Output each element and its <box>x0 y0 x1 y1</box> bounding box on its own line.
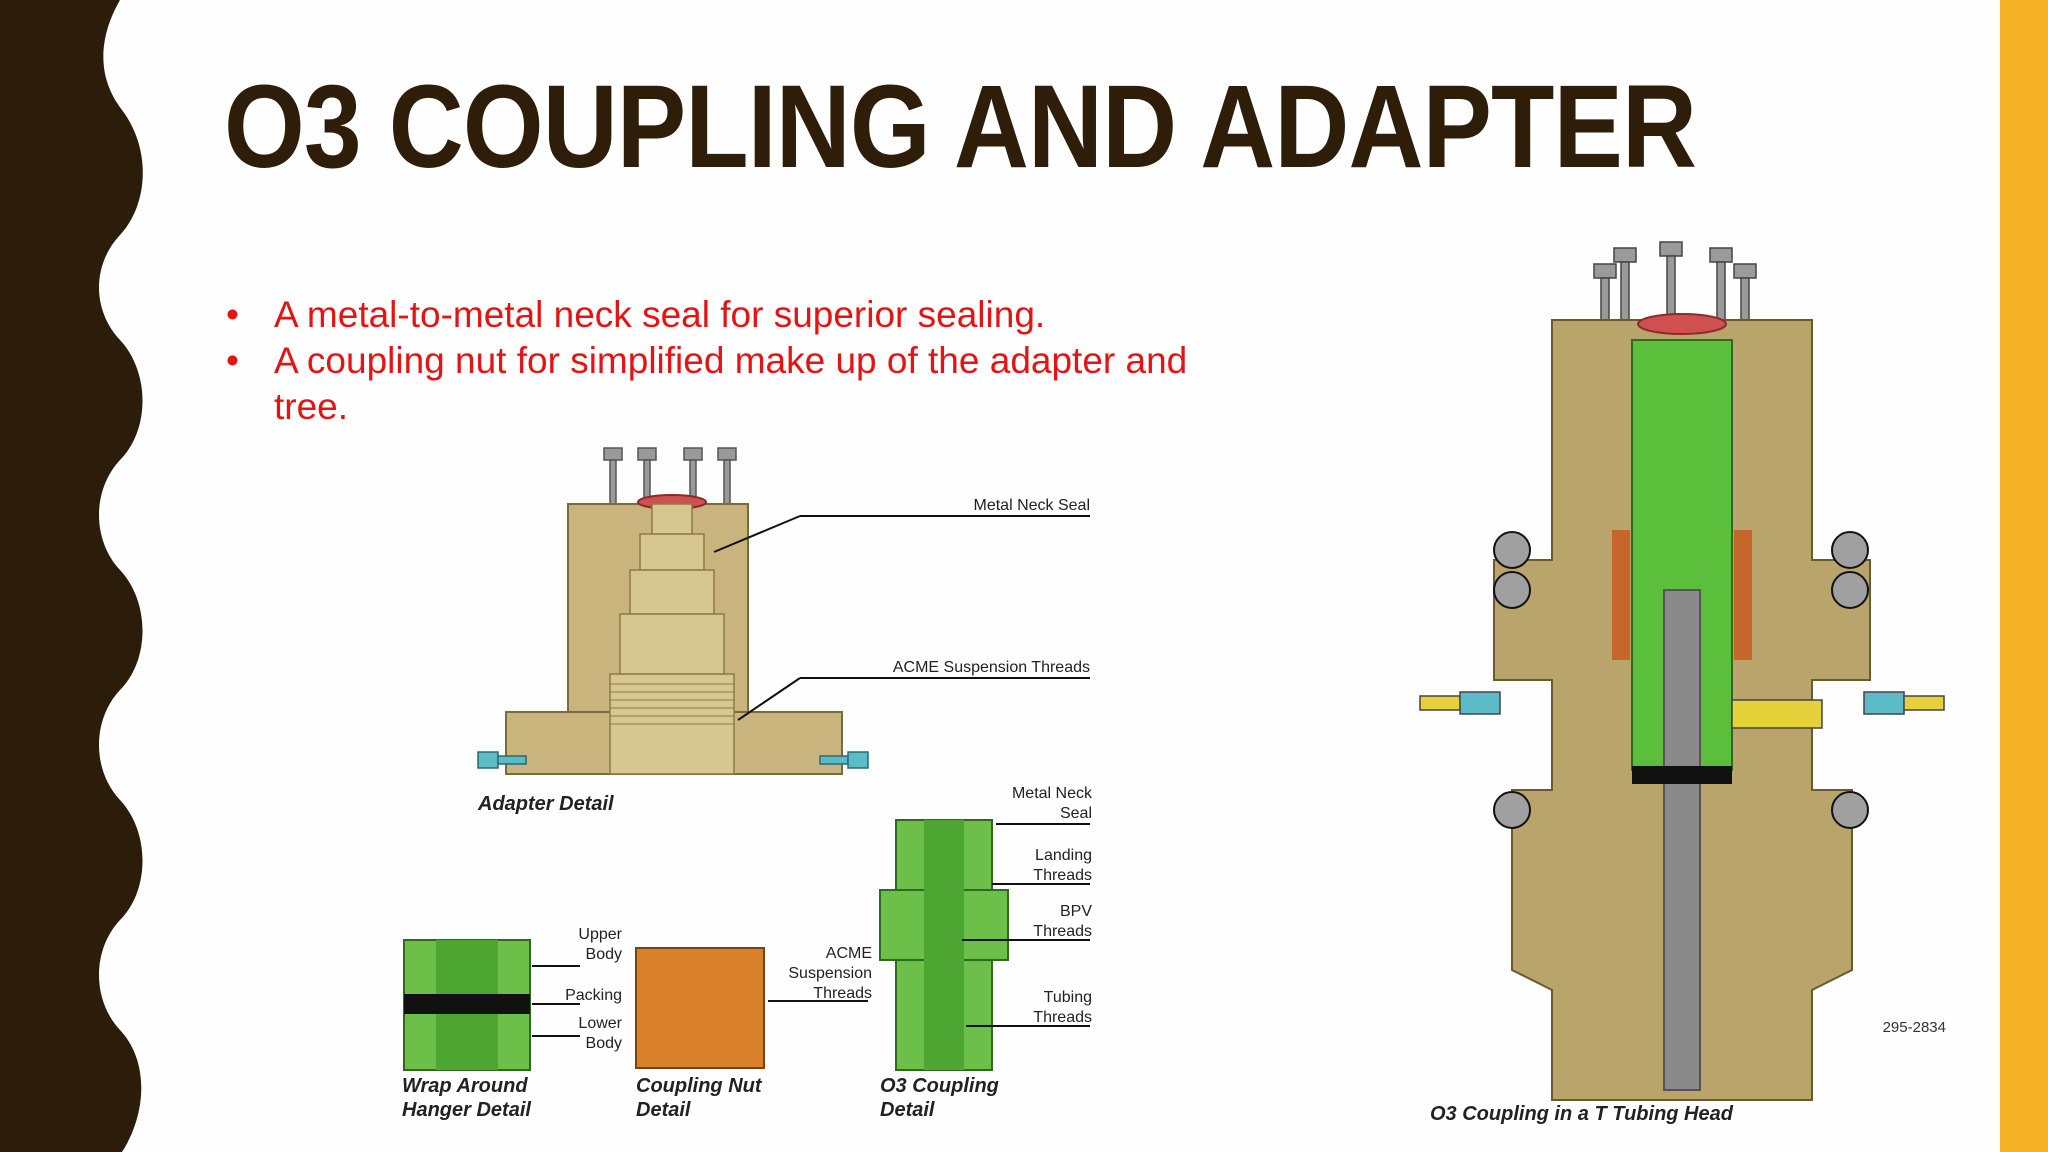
callout-acme-suspension-threads: ACME Suspension Threads <box>893 659 1090 676</box>
coupling-nut-caption-line2: Detail <box>636 1099 691 1121</box>
bullet-dot-icon: • <box>226 340 239 381</box>
wrap-around-hanger-icon <box>403 939 531 1071</box>
wrap-around-leader-lines <box>532 965 580 1037</box>
bullet-item: • A coupling nut for simplified make up o… <box>220 338 1260 430</box>
o3-coupling-caption-line1: O3 Coupling <box>880 1075 999 1097</box>
bullet-text: A coupling nut for simplified make up of… <box>274 340 1188 427</box>
bullet-dot-icon: • <box>226 294 239 335</box>
coupling-nut-caption-line1: Coupling Nut <box>636 1075 763 1097</box>
top-seal-ring-icon <box>1637 313 1727 335</box>
wrap-around-caption-line2: Hanger Detail <box>402 1099 531 1121</box>
figure-number: 295-2834 <box>1883 1019 1946 1036</box>
copper-nut-left-icon <box>1612 530 1630 660</box>
bullet-list: • A metal-to-metal neck seal for superior… <box>220 292 1260 430</box>
o3-coupling-caption-line2: Detail <box>880 1099 935 1121</box>
adapter-detail-caption: Adapter Detail <box>477 793 614 815</box>
slide-title: O3 COUPLING AND ADAPTER <box>224 61 1697 193</box>
adapter-leader-lines <box>713 515 1090 721</box>
packing-band-icon <box>1632 766 1732 784</box>
tubing-head-flange-bolts-icon <box>1493 531 1869 829</box>
coupling-nut-icon <box>635 947 765 1069</box>
tubing-head-caption: O3 Coupling in a T Tubing Head <box>1430 1103 1734 1125</box>
side-ports-icon <box>1419 691 1945 729</box>
tubing-head-figure: 295-2834 O3 Coupling in a T Tubing Head <box>1419 241 1946 1125</box>
left-wavy-band <box>0 0 143 1152</box>
wrap-around-caption-line1: Wrap Around <box>402 1075 528 1097</box>
o3-coupling-leader-lines <box>962 823 1090 1027</box>
o3-coupling-icon <box>879 819 1009 1071</box>
adapter-detail-figure: Metal Neck Seal ACME Suspension Threads … <box>477 447 1091 815</box>
bullet-text: A metal-to-metal neck seal for superior … <box>274 294 1046 335</box>
adapter-ports-icon <box>477 751 869 769</box>
acme-threads-icon <box>610 683 734 725</box>
callout-metal-neck-seal: Metal Neck Seal <box>974 497 1091 514</box>
copper-nut-right-icon <box>1734 530 1752 660</box>
bullet-item: • A metal-to-metal neck seal for superior… <box>220 292 1260 338</box>
tubing-icon <box>1663 589 1701 1091</box>
right-accent-band <box>2000 0 2048 1152</box>
callout-packing: Packing <box>565 987 622 1004</box>
top-studs-icon <box>1593 241 1757 339</box>
